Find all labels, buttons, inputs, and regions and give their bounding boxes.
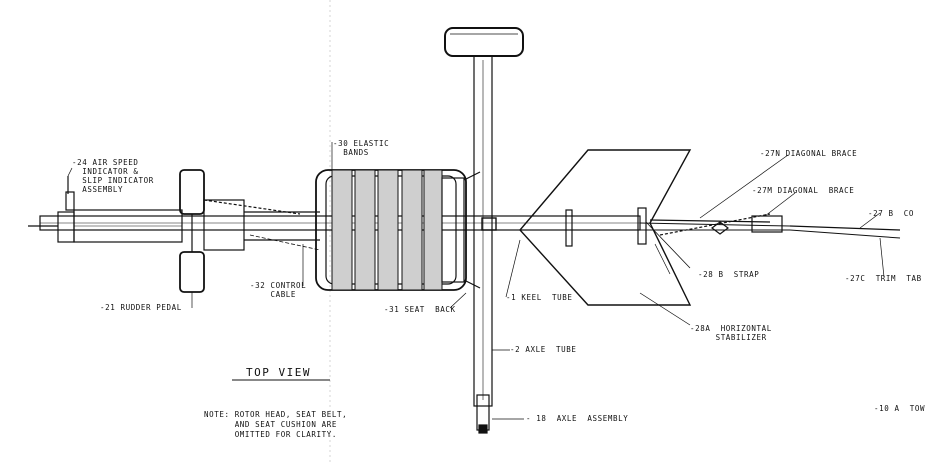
view-title: TOP VIEW	[246, 366, 311, 379]
diagonal-braces	[649, 213, 783, 236]
axle-tube-callout: -2 AXLE TUBE	[510, 345, 577, 354]
diagonal-brace-27m-callout: -27M DIAGONAL BRACE	[752, 186, 855, 195]
horizontal-stabilizer-callout: -28A HORIZONTAL STABILIZER	[690, 324, 772, 342]
trim-tab	[789, 229, 901, 239]
leader-lines	[67, 142, 885, 420]
air-speed-indicator-assembly	[28, 176, 75, 243]
control-cable-callout: -32 CONTROL CABLE	[250, 281, 307, 299]
strap-callout: -28 B STRAP	[698, 270, 760, 279]
strap	[645, 221, 691, 269]
rudder-pedals	[179, 169, 301, 293]
elastic-bands-callout: -30 ELASTIC BANDS	[333, 139, 390, 157]
trim-tab-callout: -27C TRIM TAB	[845, 274, 922, 283]
seat-back-callout: -31 SEAT BACK	[384, 305, 456, 314]
horizontal-stabilizer	[519, 149, 692, 306]
axle-assembly-callout: - 18 AXLE ASSEMBLY	[526, 414, 629, 423]
seat-back	[441, 171, 481, 289]
axle-tube	[473, 55, 493, 407]
drawing-note: NOTE: ROTOR HEAD, SEAT BELT, AND SEAT CU…	[204, 410, 348, 439]
keel-tube-callout: -1 KEEL TUBE	[506, 293, 573, 302]
top-wheel	[444, 27, 524, 57]
elastic-bands	[331, 169, 443, 291]
diagonal-brace-27n-callout: -27N DIAGONAL BRACE	[760, 149, 858, 158]
axle-assembly	[476, 394, 490, 434]
cord-27b-callout: -27 B CO	[868, 209, 915, 218]
rudder-pedal-callout: -21 RUDDER PEDAL	[100, 303, 182, 312]
air-speed-indicator-callout: -24 AIR SPEED INDICATOR & SLIP INDICATOR…	[72, 158, 154, 194]
tow-callout: -10 A TOW	[874, 404, 926, 413]
control-cable	[249, 234, 321, 251]
